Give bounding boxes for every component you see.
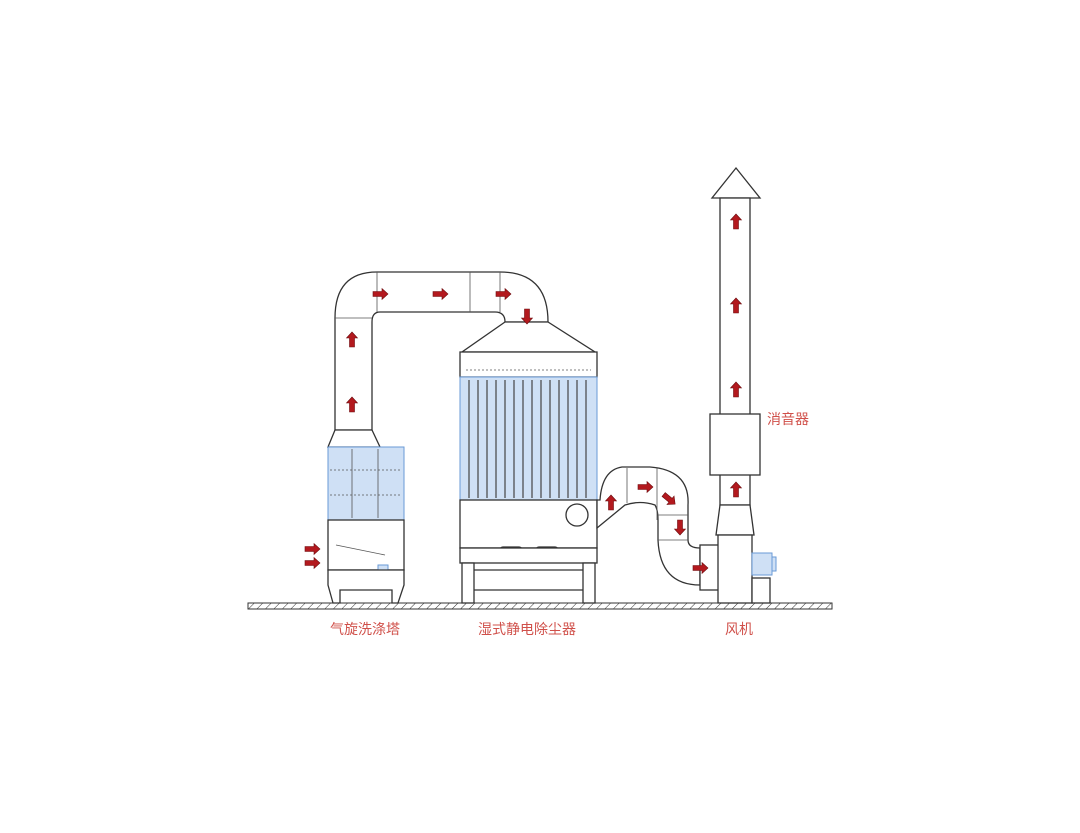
silencer: [709, 413, 761, 476]
label-esp: 湿式静电除尘器: [478, 622, 576, 638]
arrow-right-icon: [304, 543, 321, 555]
label-silencer: 消音器: [767, 412, 809, 428]
ground: [247, 602, 833, 610]
duct-esp-to-fan: [596, 466, 721, 591]
label-scrubber: 气旋洗涤塔: [330, 622, 400, 638]
wet-electrostatic-precipitator: [459, 321, 598, 604]
fan: [717, 534, 777, 604]
exhaust-stack: [709, 166, 762, 536]
label-fan: 风机: [725, 622, 753, 638]
cyclone-scrubber: [327, 429, 405, 604]
arrow-right-icon: [304, 557, 321, 569]
